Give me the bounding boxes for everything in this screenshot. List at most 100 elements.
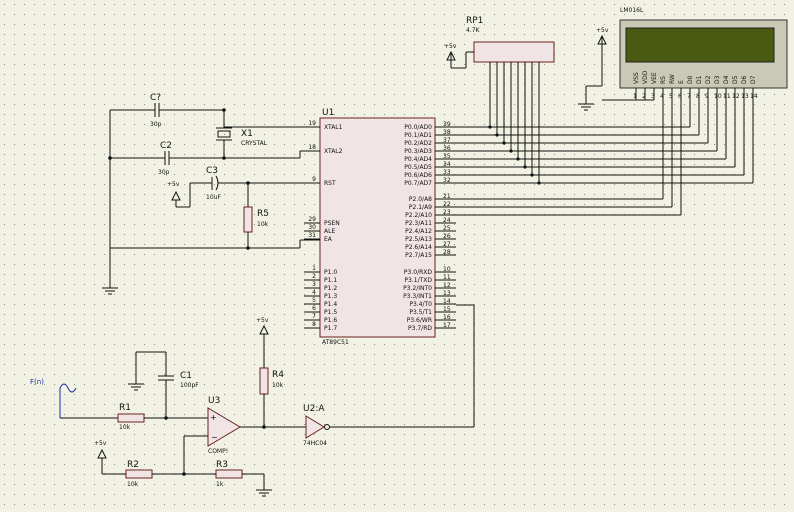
u1-pin-number: 32 [443,177,451,184]
u1-pin-label: P1.4 [324,301,337,308]
u1-pin-number: 18 [308,144,316,151]
u1-pin-label: ALE [324,228,335,235]
u1-pin-label: P3.5/T1 [409,309,432,316]
rp1-supply-label: +5v [444,43,457,50]
u1-pin-label: P3.3/INT1 [403,293,432,300]
u1-pin-number: 5 [312,297,316,304]
resistor-r5[interactable]: R5 10k [243,183,269,248]
resistor-r1[interactable]: R1 10k [117,403,208,431]
u1-pin-label: P2.1/A9 [409,204,432,211]
c1-value: 100pF [180,382,199,389]
capacitor-c1[interactable]: C1 100pF [158,352,199,418]
lcd-module[interactable]: LM016L VSS1VDD2VEE3RS4RW5E6D07D18D29D310… [619,7,788,100]
u1-body[interactable] [319,117,436,338]
reset-section: +5v C3 10uF R5 10k [102,166,320,295]
c2-value: 30p [158,169,170,176]
cq-value: 30p [150,121,162,128]
u1-pin-number: 9 [312,176,316,183]
u1-pin-label: EA [324,236,333,243]
u1-pin-number: 14 [443,298,451,305]
lcd-pin-number: 1 [633,93,637,100]
rp1-resistor-pack[interactable]: RP1 4.7K [465,16,555,70]
u1-pin-label: P3.4/T0 [409,301,432,308]
r1-ref: R1 [119,403,131,413]
u1-pin-number: 29 [308,216,316,223]
u1-pin-label: PSEN [324,220,340,227]
lcd-pin-label: VDD [642,70,649,84]
cq-ref: C? [150,93,161,103]
u1-pin-label: P1.1 [324,277,337,284]
u1-ref: U1 [322,108,334,118]
rp1-body[interactable] [473,41,555,63]
u1-pin-number: 36 [443,145,451,152]
r5-value: 10k [257,221,269,228]
lcd-pin-label: D0 [687,75,694,84]
u1-pin-label: RST [324,180,336,187]
rp1-value: 4.7K [466,27,481,34]
u1-right-pins: 39P0.0/AD038P0.1/AD137P0.2/AD236P0.3/AD3… [403,121,456,332]
inverter-u2a[interactable]: U2:A 74HC04 [303,404,330,447]
u1-microcontroller[interactable]: U1 AT89C51 19XTAL118XTAL29RST29PSEN30ALE… [304,108,456,346]
signal-source[interactable]: F(n) [30,378,118,419]
x1-value: CRYSTAL [241,140,268,147]
r2-value: 10k [127,481,139,488]
capacitor-cq[interactable]: C? 30p [150,93,224,128]
u1-pin-number: 35 [443,153,451,160]
r1-value: 10k [119,424,131,431]
u1-pin-label: P2.5/A13 [405,236,432,243]
crystal-x1[interactable]: X1 CRYSTAL [216,110,268,158]
analog-section: F(n) R1 10k C1 100pF + [30,304,475,497]
rp1-supply: +5v [444,43,466,69]
u1-pin-number: 33 [443,169,451,176]
c2-ref: C2 [160,141,172,151]
u1-pin-label: P3.7/RD [408,325,432,332]
lcd-pin-number: 14 [750,93,758,100]
lcd-pin-number: 6 [678,93,682,100]
bus-wires [456,70,754,216]
r4-supply-label: +5v [256,317,269,324]
lcd-pin-number: 3 [651,93,655,100]
c3-ref: C3 [206,166,218,176]
u1-pin-label: P1.5 [324,309,337,316]
u1-pin-label: P0.5/AD5 [404,164,432,171]
u1-pin-label: P3.6/WR [407,317,432,324]
u1-pin-number: 39 [443,121,451,128]
capacitor-c3[interactable]: C3 10uF [206,166,248,201]
resistor-r4[interactable]: R4 10k [259,367,284,427]
c1-ref: C1 [180,371,192,381]
capacitor-c2[interactable]: C2 30p [110,141,300,176]
u1-pin-label: P1.0 [324,269,337,276]
u1-pin-label: P0.0/AD0 [404,124,432,131]
u1-pin-number: 3 [312,281,316,288]
u1-pin-label: P0.7/AD7 [404,180,432,187]
r4-ref: R4 [272,370,284,380]
sine-icon [59,383,77,393]
u1-pin-number: 28 [443,249,451,256]
r3-ref: R3 [216,460,228,470]
lcd-pin-label: D4 [723,75,730,84]
u1-pin-label: P2.0/A8 [409,196,432,203]
r5-ref: R5 [257,209,269,219]
u1-pin-number: 11 [443,274,451,281]
reset-supply-label: +5v [167,181,180,188]
lcd-pin-label: RS [660,76,667,84]
u1-pin-label: XTAL2 [324,148,343,155]
u1-pin-label: P1.3 [324,293,337,300]
u1-pin-number: 8 [312,321,316,328]
u1-pin-number: 23 [443,209,451,216]
u1-pin-label: P0.4/AD4 [404,156,432,163]
r2-supply-label: +5v [94,440,107,447]
u1-pin-number: 17 [443,322,451,329]
lcd-pin-label: VSS [633,72,640,84]
lcd-pin-label: D7 [750,75,757,84]
u1-pin-label: P2.7/A15 [405,252,432,259]
u1-part: AT89C51 [322,339,349,346]
u1-pin-label: P0.3/AD3 [404,148,432,155]
u1-pin-number: 19 [308,120,316,127]
u1-pin-number: 22 [443,201,451,208]
lcd-pin-number: 11 [723,93,731,100]
lcd-pin-number: 13 [741,93,749,100]
comparator-u3[interactable]: + − U3 COMP! [207,396,241,455]
lcd-pin-number: 5 [669,93,673,100]
